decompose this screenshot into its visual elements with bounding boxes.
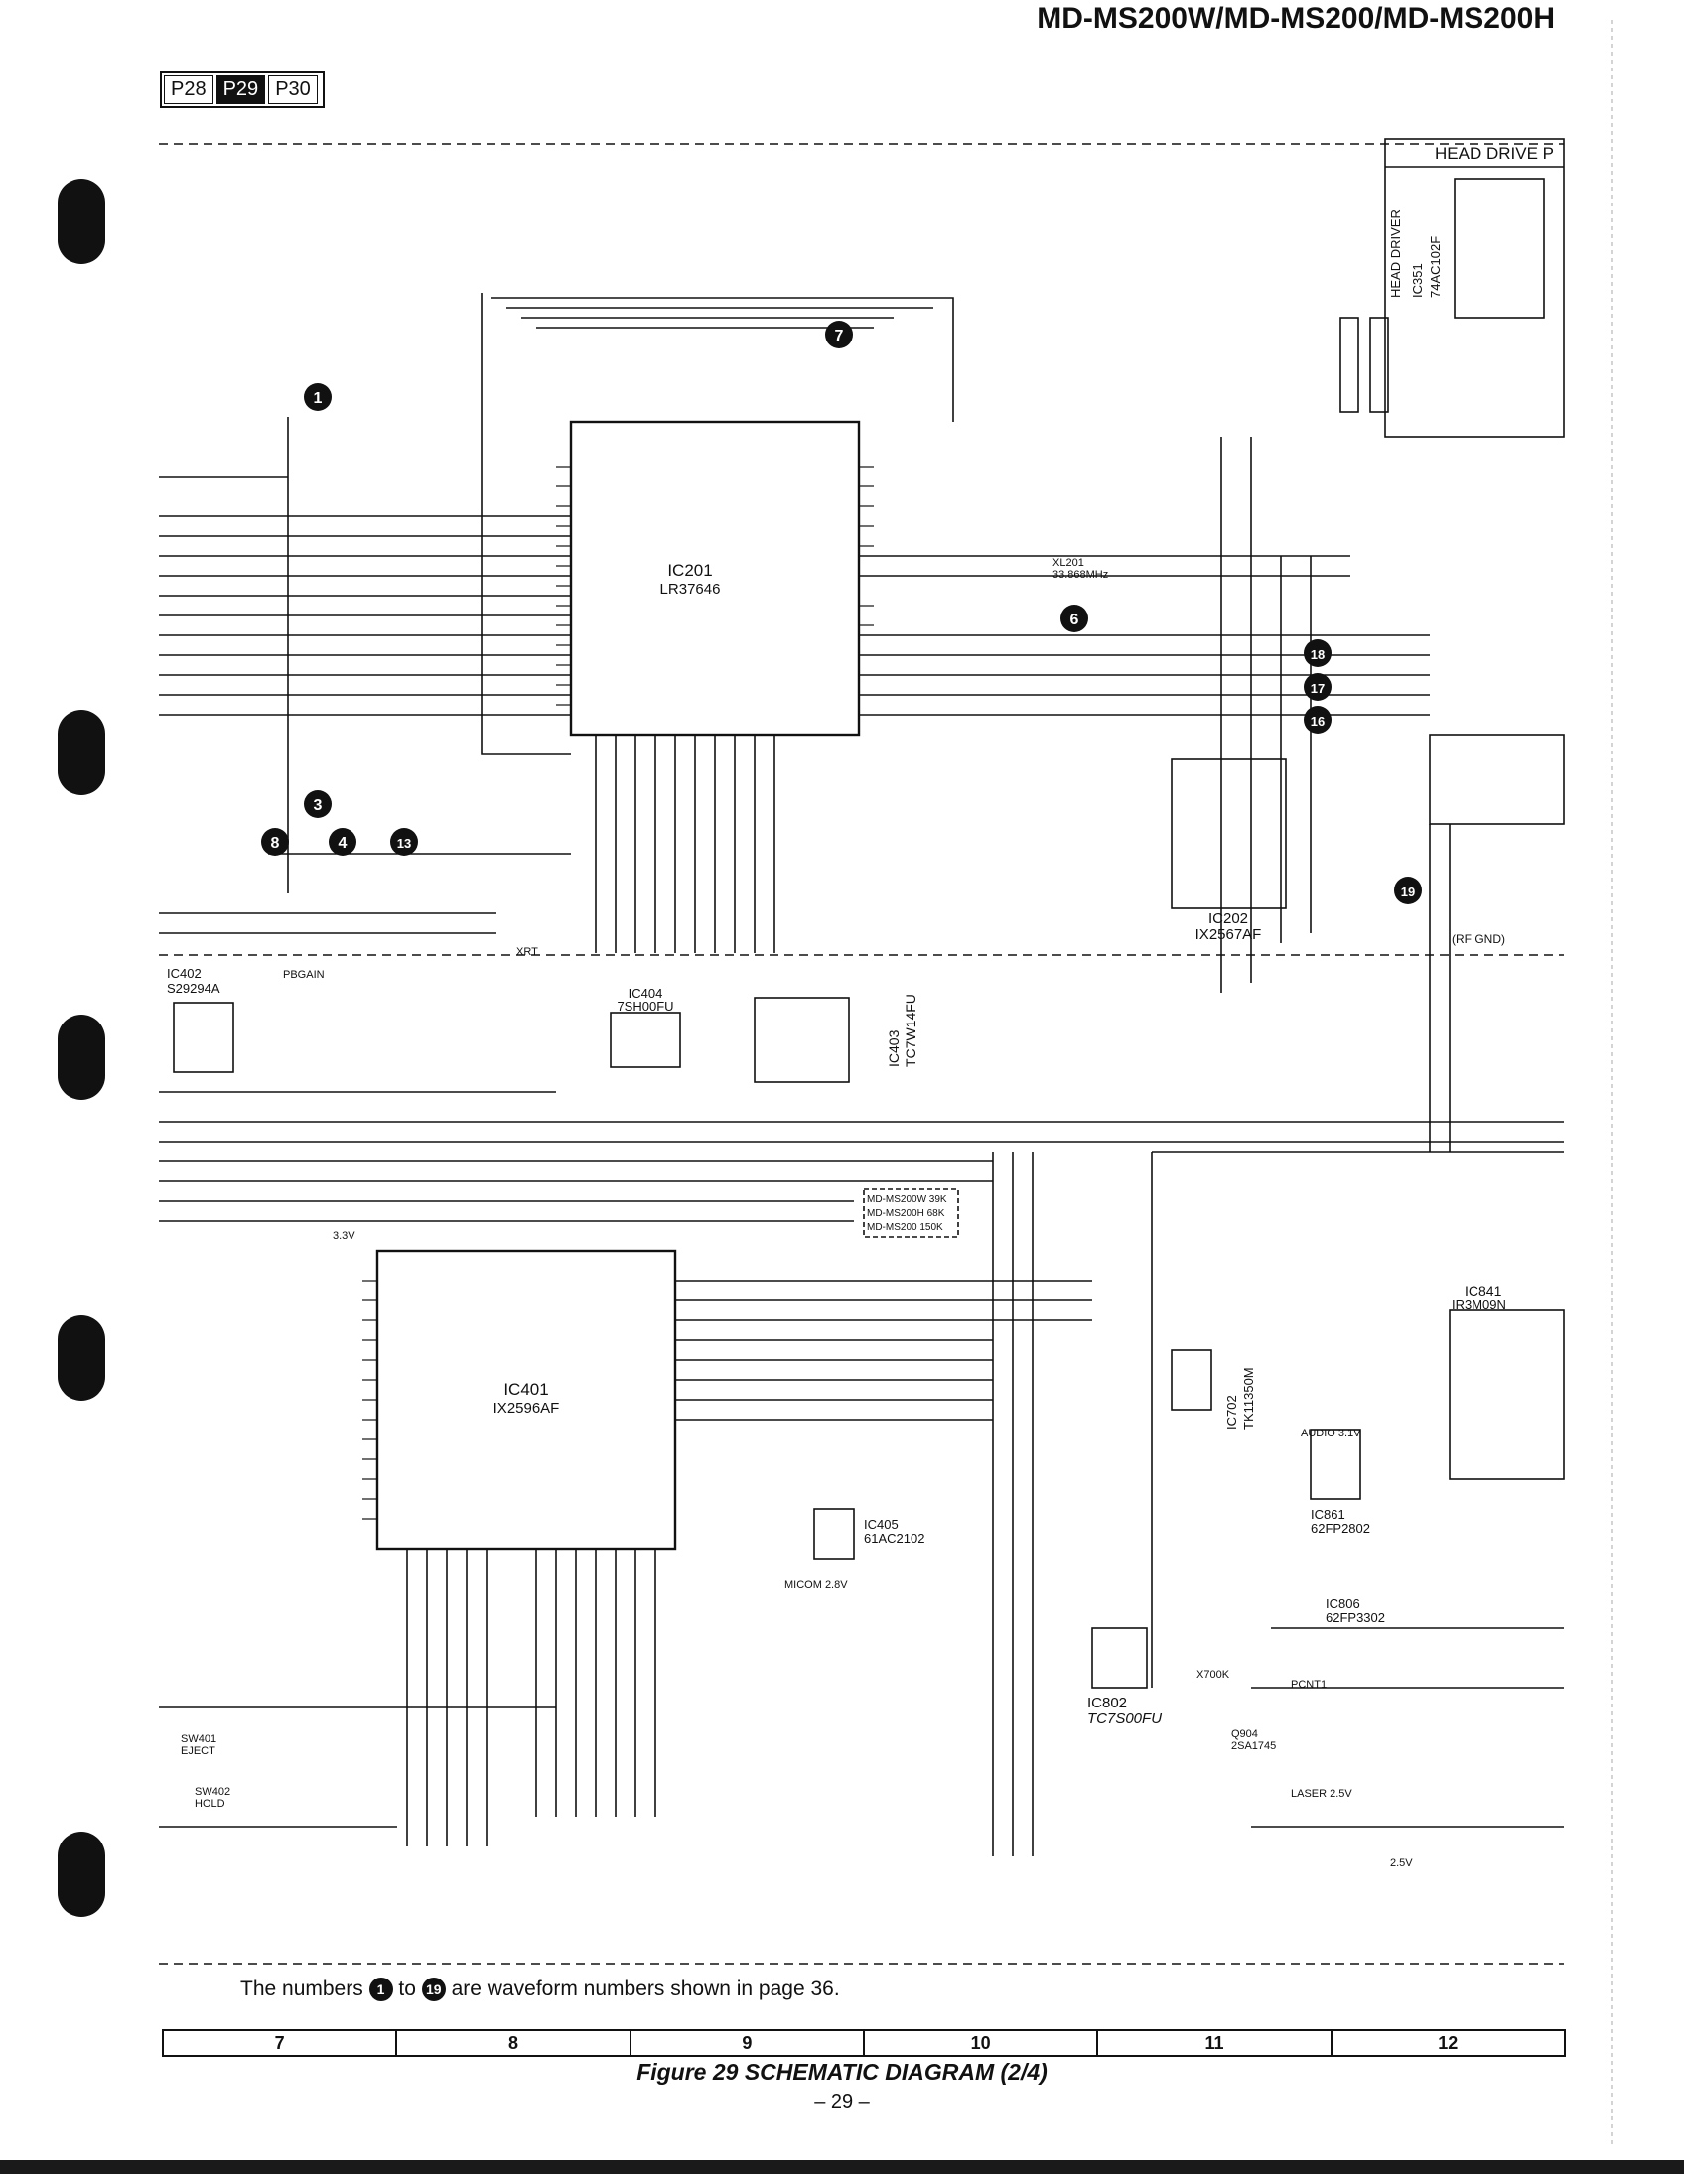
waveform-marker: 8 [271, 835, 280, 852]
ic702-part-label: TK11350M [1241, 1367, 1256, 1430]
waveform-marker: 4 [339, 835, 348, 852]
ic806-part-label: 62FP3302 [1326, 1610, 1385, 1625]
grid-column-label: 9 [632, 2031, 865, 2055]
micom-label: MICOM 2.8V [784, 1579, 848, 1591]
ic401-label: IC401 [503, 1380, 548, 1399]
grid-column-label: 12 [1438, 2033, 1459, 2053]
grid-column-label: 10 [865, 2031, 1099, 2055]
xrt-label: XRT [516, 946, 538, 958]
sw402-name-label: HOLD [195, 1798, 225, 1810]
rf-gnd-label: (RF GND) [1452, 932, 1505, 946]
v33-label: 3.3V [333, 1230, 355, 1242]
ic841-label: IC841 [1465, 1283, 1502, 1298]
page-bottom-bar [0, 2160, 1684, 2174]
note-last-marker: 19 [421, 1978, 446, 2002]
sw401-name-label: EJECT [181, 1745, 215, 1757]
grid-column-label: 8 [397, 2031, 632, 2055]
model-header: MD-MS200W/MD-MS200/MD-MS200H [1037, 2, 1555, 35]
page-tabs: P28 P29 P30 [160, 71, 325, 108]
ic405-label: IC405 [864, 1517, 899, 1532]
ic403-label: IC403 [886, 1029, 902, 1067]
grid-column-label: 11 [1098, 2031, 1333, 2055]
waveform-marker: 18 [1311, 647, 1325, 662]
note-mid: to [398, 1978, 416, 2000]
tab-p30[interactable]: P30 [268, 75, 318, 104]
sw402-label: SW402 [195, 1786, 230, 1798]
q904-part-label: 2SA1745 [1231, 1740, 1276, 1752]
ic202-part-label: IX2567AF [1195, 926, 1262, 943]
note-first-marker: 1 [368, 1978, 393, 2002]
head-driver-label: HEAD DRIVER [1388, 209, 1403, 298]
ic201-label: IC201 [667, 561, 712, 580]
v25-label: 2.5V [1390, 1857, 1413, 1869]
ic402-label: IC402 [167, 966, 202, 981]
ic802-label: IC802 [1087, 1695, 1127, 1711]
binder-hole [58, 710, 105, 795]
sw401-label: SW401 [181, 1733, 216, 1745]
waveform-marker: 13 [397, 836, 411, 851]
ic841-part-label: IR3M09N [1452, 1297, 1506, 1312]
ic404-part-label: 7SH00FU [617, 999, 673, 1014]
model-table-row: MD-MS200 150K [867, 1222, 943, 1233]
page-number: – 29 – [814, 2091, 870, 2113]
audio-label: AUDIO 3.1V [1301, 1428, 1361, 1439]
ic351-label: IC351 [1410, 263, 1425, 298]
waveform-marker: 17 [1311, 681, 1325, 696]
pbgain-label: PBGAIN [283, 969, 325, 981]
ic802-part-label: TC7S00FU [1087, 1710, 1162, 1727]
ic702-label: IC702 [1224, 1395, 1239, 1430]
pcnt1-label: PCNT1 [1291, 1679, 1327, 1691]
model-table-row: MD-MS200H 68K [867, 1208, 945, 1219]
waveform-marker: 19 [1401, 885, 1415, 899]
ic806-label: IC806 [1326, 1596, 1360, 1611]
ic202-label: IC202 [1208, 910, 1248, 927]
waveform-marker: 16 [1311, 714, 1325, 729]
ic403-part-label: TC7W14FU [903, 994, 918, 1067]
tab-p29[interactable]: P29 [215, 75, 266, 104]
figure-caption: Figure 29 SCHEMATIC DIAGRAM (2/4) [636, 2059, 1048, 2085]
column-grid: 7 8 9 10 11 12 [162, 2029, 1566, 2057]
waveform-marker: 3 [314, 797, 323, 814]
model-table-row: MD-MS200W 39K [867, 1194, 947, 1205]
ic401-part-label: IX2596AF [493, 1400, 560, 1417]
binder-hole [58, 179, 105, 264]
tab-p28[interactable]: P28 [164, 75, 213, 104]
ic351-part-label: 74AC102F [1428, 236, 1443, 298]
waveform-marker: 7 [835, 328, 844, 344]
ic405-part-label: 61AC2102 [864, 1531, 924, 1546]
laser-label: LASER 2.5V [1291, 1788, 1352, 1800]
note-suffix: are waveform numbers shown in page 36. [451, 1978, 840, 2000]
ic861-label: IC861 [1311, 1507, 1345, 1522]
ic861-part-label: 62FP2802 [1311, 1521, 1370, 1536]
waveform-note: The numbers 1 to 19 are waveform numbers… [240, 1978, 840, 2002]
head-drive-label: HEAD DRIVE P [1435, 144, 1554, 163]
waveform-marker: 6 [1070, 612, 1079, 628]
ic201-part-label: LR37646 [660, 581, 721, 598]
xl201-freq-label: 33.868MHz [1052, 569, 1108, 581]
xl201-label: XL201 [1052, 557, 1084, 569]
q904-label: Q904 [1231, 1728, 1258, 1740]
ic404-label: IC404 [629, 986, 663, 1001]
binder-hole [58, 1832, 105, 1917]
x700k-label: X700K [1196, 1669, 1230, 1681]
binder-hole [58, 1015, 105, 1100]
ic402-part-label: S29294A [167, 981, 220, 996]
waveform-marker: 1 [314, 390, 323, 407]
grid-column-label: 7 [164, 2031, 398, 2055]
note-prefix: The numbers [240, 1978, 363, 2000]
binder-hole [58, 1315, 105, 1401]
